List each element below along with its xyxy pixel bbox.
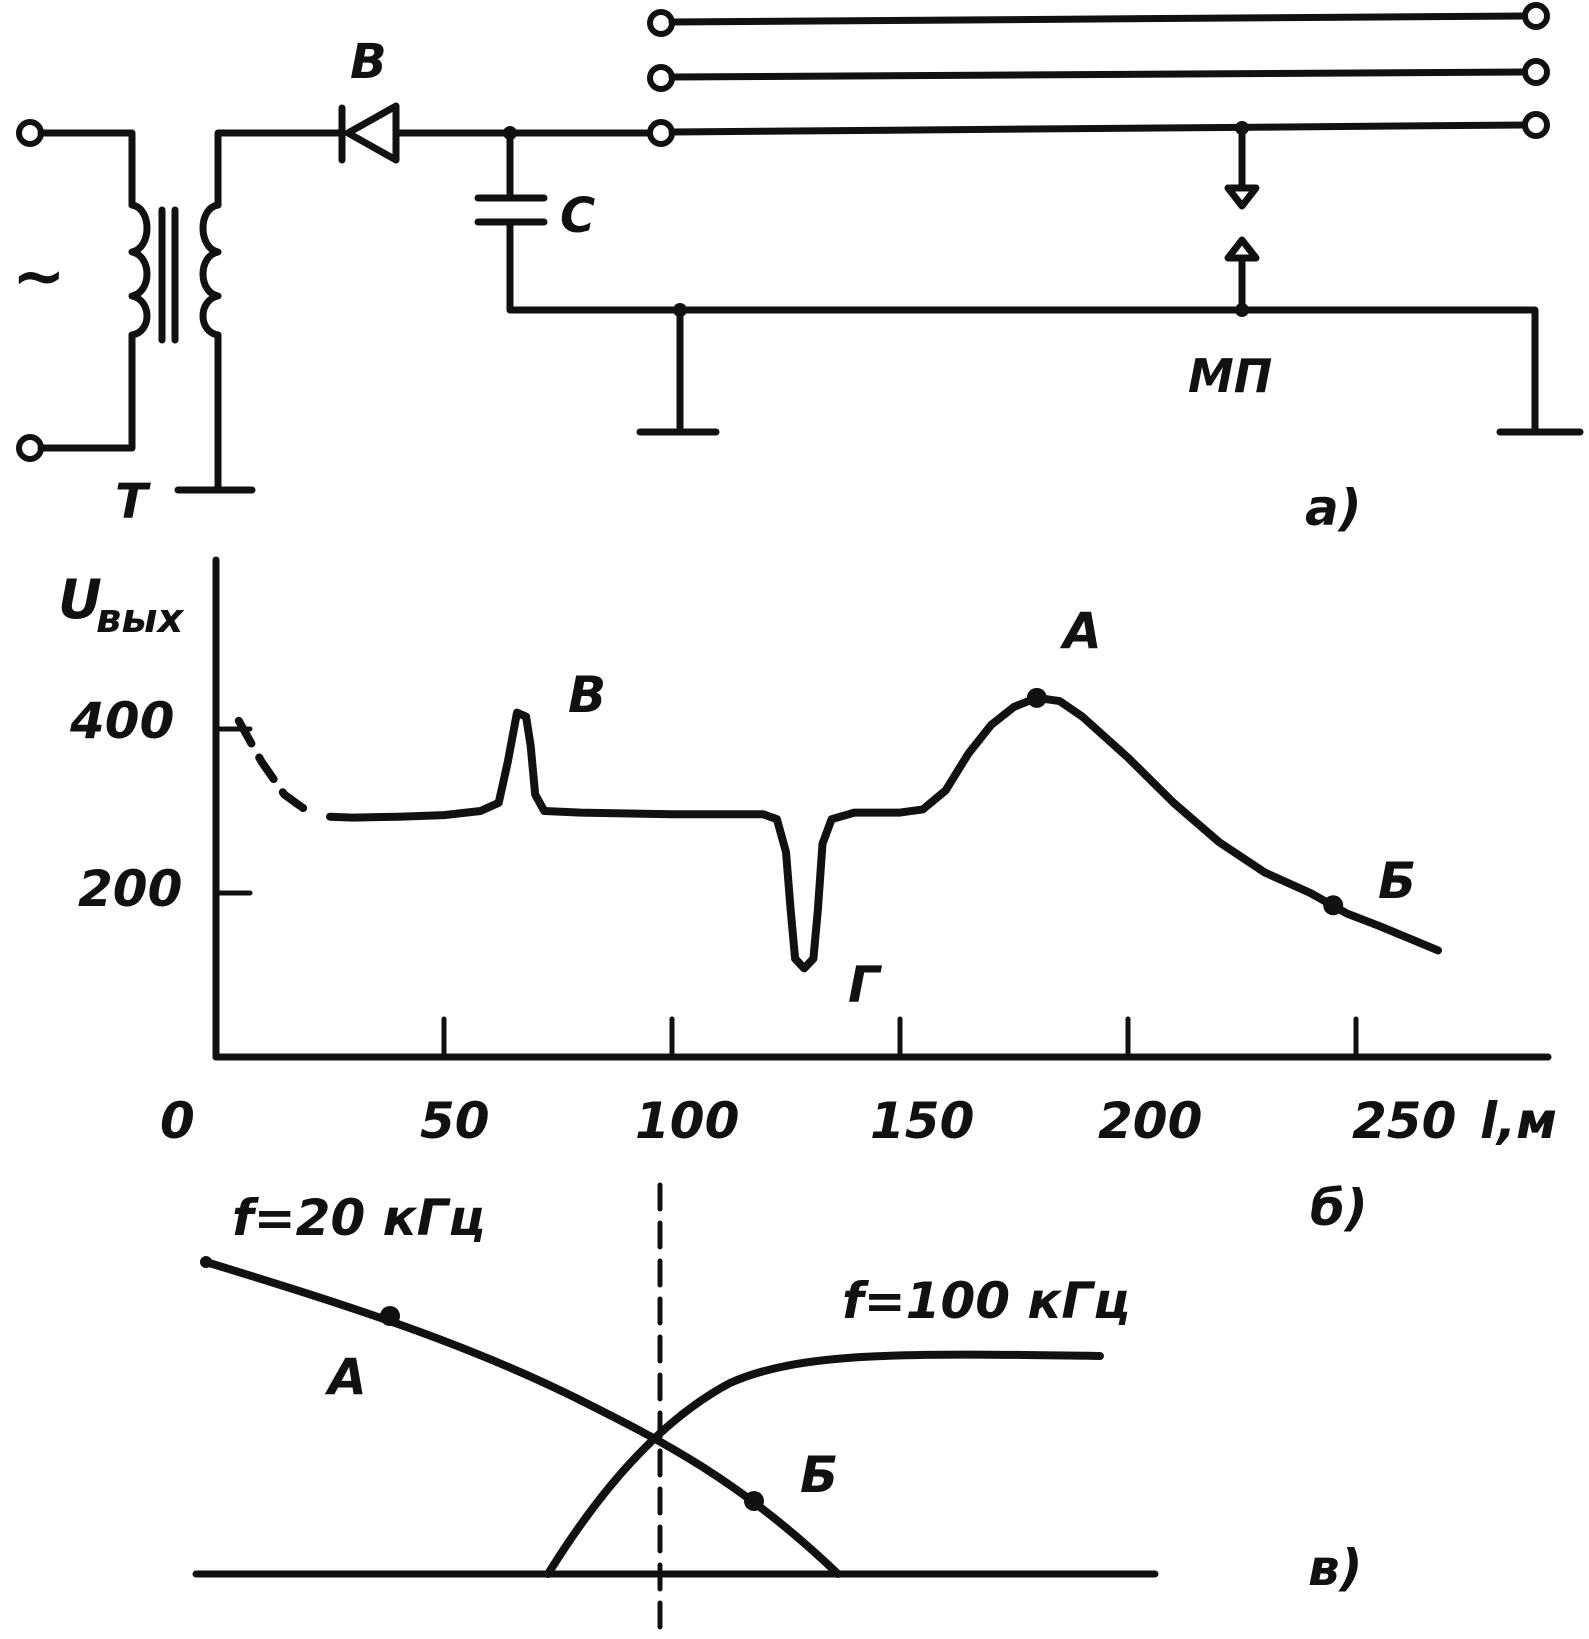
transformer-primary-coil [128, 201, 151, 339]
curve-f100 [544, 1350, 1104, 1578]
point-marker-A [1026, 687, 1047, 708]
transformer-secondary-wire [214, 129, 329, 494]
panel-label-a: а) [1305, 479, 1362, 537]
x-tick-label-0: 0 [160, 1092, 195, 1150]
voltage-curve-dashed [234, 716, 312, 815]
graph-c: f=20 кГц f=100 кГц A Б в) [192, 1182, 1363, 1639]
probe-label: МП [1188, 349, 1272, 403]
capacitor-label: C [560, 188, 595, 244]
x-tick-label-100: 100 [635, 1092, 739, 1150]
x-tick-label-50: 50 [420, 1092, 490, 1150]
cable-conductor [668, 12, 1529, 26]
transformer-secondary-coil [199, 201, 222, 339]
transformer-label: T [115, 474, 151, 530]
ac-source-symbol: ~ [12, 240, 66, 314]
x-tick-label-250: 250 [1352, 1092, 1456, 1150]
point-label-Б: Б [800, 1446, 838, 1504]
graph-b: U вых 400 200 0 50 100 150 200 250 l,м A… [58, 556, 1557, 1237]
point-label-B: B [568, 666, 606, 724]
cable-terminal [1522, 58, 1550, 86]
x-axis-unit: l,м [1480, 1092, 1557, 1150]
point-label-Б: Б [1378, 852, 1416, 910]
point-marker-Б [1323, 895, 1344, 916]
curve-label-f20: f=20 кГц [232, 1189, 486, 1247]
y-tick-label-400: 400 [69, 692, 174, 750]
cable-conductor [668, 121, 1529, 136]
circuit-diagram: ~ T B C [12, 2, 1584, 537]
curve-label-f100: f=100 кГц [842, 1272, 1130, 1330]
curve-endpoint [200, 1256, 212, 1268]
point-A-marker [380, 1306, 400, 1326]
panel-label-c: в) [1308, 1539, 1363, 1597]
cable-conductor [668, 68, 1529, 81]
y-tick-label-200: 200 [78, 860, 182, 918]
point-label-G: Г [848, 956, 883, 1014]
panel-label-b: б) [1310, 1179, 1368, 1237]
cable-terminal [1522, 2, 1550, 30]
voltage-curve [326, 693, 1443, 973]
point-label-A: A [324, 1348, 367, 1406]
y-axis-label: U [58, 568, 102, 631]
curve-f20 [202, 1258, 842, 1578]
cable-terminal [1522, 111, 1550, 139]
point-B-marker [744, 1491, 764, 1511]
diode-symbol [321, 102, 514, 164]
transformer-primary-wire [37, 129, 136, 452]
x-tick-label-150: 150 [870, 1092, 974, 1150]
point-label-A: A [1059, 602, 1102, 660]
capacitor-wire [506, 129, 1539, 436]
diode-label: B [350, 34, 387, 90]
y-axis-label-subscript: вых [96, 596, 184, 642]
x-tick-label-200: 200 [1098, 1092, 1202, 1150]
fault-spark-gap [1224, 121, 1260, 317]
